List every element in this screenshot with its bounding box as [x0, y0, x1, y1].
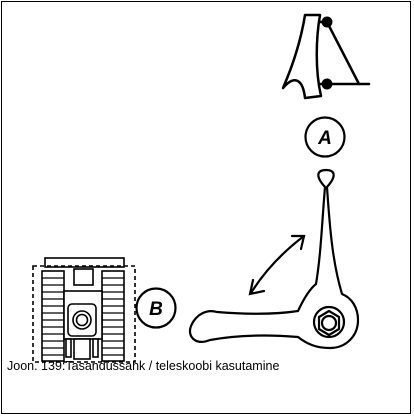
label-a: A [304, 116, 346, 158]
label-a-text: A [317, 128, 332, 149]
double-headed-arrow-icon [248, 234, 306, 296]
telescopic-boom-icon [188, 168, 360, 350]
blade-side-view-icon [281, 13, 371, 100]
label-b-text: B [149, 299, 163, 320]
label-b: B [135, 287, 177, 329]
figure-caption: Joon. 139:Tasandussahk / teleskoobi kasu… [7, 359, 280, 373]
tracked-machine-front-icon [32, 257, 136, 363]
